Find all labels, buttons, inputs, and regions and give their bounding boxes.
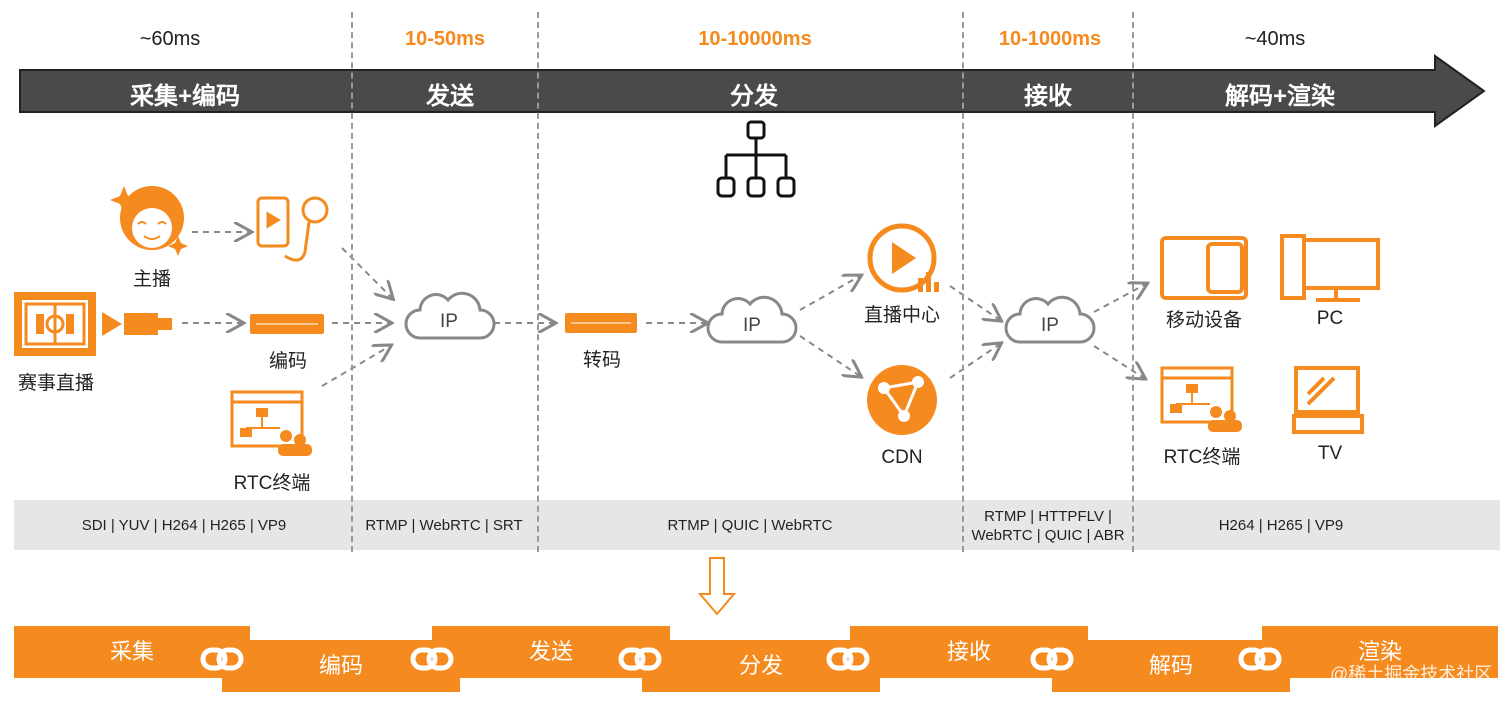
latency-send: 10-50ms [404, 28, 486, 50]
node-transcode-label: 转码 [582, 350, 621, 371]
chain-link-icon [1030, 647, 1074, 671]
chain-render: 渲染 [1262, 626, 1498, 678]
node-anchor-label: 主播 [132, 269, 171, 290]
divider-1 [351, 12, 353, 552]
node-live-center-label: 直播中心 [863, 305, 940, 326]
cdn-globe-icon [867, 365, 937, 435]
stage-distribute: 分发 [730, 83, 778, 110]
flow-arrows [182, 232, 1146, 387]
stage-receive: 接收 [1024, 83, 1072, 110]
transcoder-icon [565, 313, 637, 333]
anchor-icon [110, 186, 188, 256]
chain-link-icon [826, 647, 870, 671]
chain-link-icon [410, 647, 454, 671]
cloud-icon-3 [1004, 295, 1096, 344]
divider-3 [962, 12, 964, 552]
cloud-ip-label-2: IP [743, 315, 761, 336]
node-event-live-label: 赛事直播 [17, 373, 94, 394]
node-rtc-terminal-2-label: RTC终端 [1163, 447, 1241, 468]
tree-icon [716, 120, 796, 198]
chain-link-icon [200, 647, 244, 671]
rtc-terminal-icon [230, 390, 312, 456]
stage-decode-render: 解码+渲染 [1224, 83, 1335, 110]
down-arrow [697, 557, 737, 616]
protocol-distribute: RTMP | QUIC | WebRTC [667, 517, 833, 534]
tv-icon [1292, 366, 1364, 434]
stage-capture-encode: 采集+编码 [129, 83, 240, 110]
latency-receive: 10-1000ms [998, 28, 1102, 50]
protocol-band [14, 500, 1500, 550]
protocol-capture-encode: SDI | YUV | H264 | H265 | VP9 [81, 517, 287, 534]
node-encode-label: 编码 [268, 351, 307, 372]
encoder-icon [250, 314, 324, 334]
node-mobile-device-label: 移动设备 [1165, 310, 1242, 331]
node-pc-label: PC [1316, 308, 1344, 329]
latency-distribute: 10-10000ms [698, 28, 812, 50]
mobile-device-icon [1160, 236, 1248, 300]
live-center-icon [867, 223, 939, 293]
protocol-receive: RTMP | HTTPFLV | WebRTC | QUIC | ABR [971, 508, 1125, 544]
protocol-send: RTMP | WebRTC | SRT [365, 517, 523, 534]
rtc-terminal-icon-right [1160, 366, 1242, 432]
stadium-camera-icon [14, 292, 172, 356]
divider-4 [1132, 12, 1134, 552]
protocol-decode-render: H264 | H265 | VP9 [1218, 517, 1344, 534]
node-cdn-label: CDN [881, 447, 923, 468]
pc-icon [1280, 234, 1380, 302]
divider-2 [537, 12, 539, 552]
cloud-ip-label-3: IP [1041, 315, 1059, 336]
latency-capture-encode: ~60ms [139, 28, 201, 50]
phone-mic-icon [256, 196, 329, 262]
node-rtc-terminal-label: RTC终端 [233, 473, 311, 494]
watermark: @稀土掘金技术社区 [1330, 664, 1493, 684]
timeline-arrow [19, 54, 1486, 128]
latency-decode-render: ~40ms [1244, 28, 1306, 50]
chain-link-icon [618, 647, 662, 671]
cloud-icon-1 [404, 291, 496, 340]
cloud-ip-label-1: IP [440, 311, 458, 332]
chain-link-icon [1238, 647, 1282, 671]
stage-send: 发送 [426, 83, 474, 110]
node-tv-label: TV [1317, 443, 1343, 464]
